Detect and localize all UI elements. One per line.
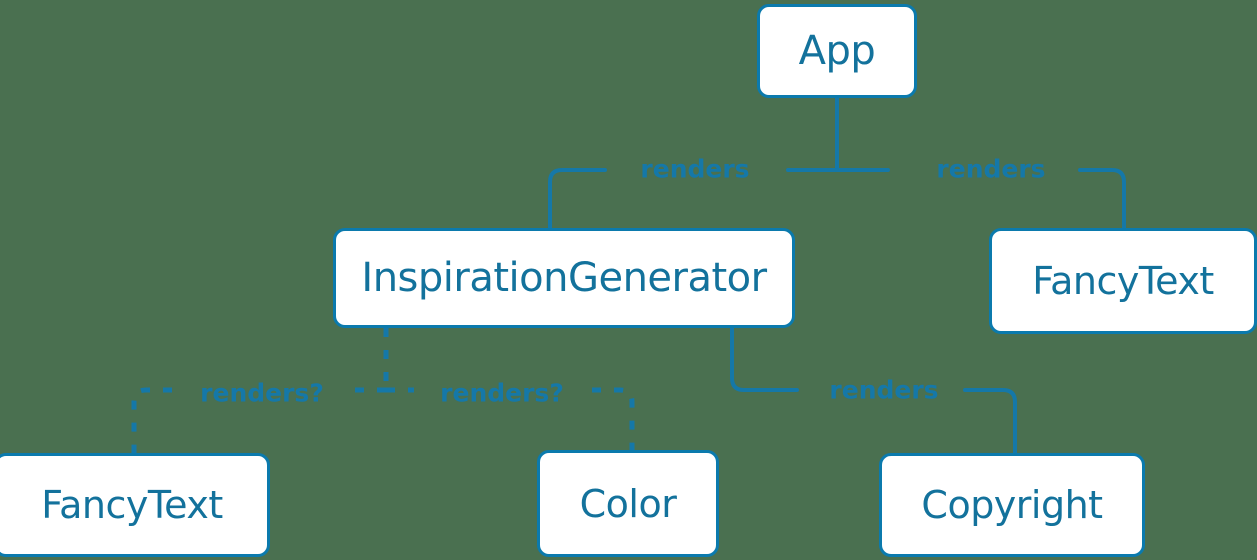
- node-fancytext-left[interactable]: FancyText: [0, 453, 270, 557]
- edge-app-to-inspiration-generator: [548, 168, 839, 230]
- edge-inspiration-generator-to-color: [386, 387, 635, 452]
- node-copyright[interactable]: Copyright: [879, 453, 1145, 557]
- edge-label-inspiration-generator-to-fancytext-left: renders?: [200, 378, 324, 408]
- edge-label-inspiration-generator-to-color: renders?: [440, 378, 564, 408]
- node-inspiration-generator[interactable]: InspirationGenerator: [333, 228, 795, 328]
- node-fancytext-left-label: FancyText: [41, 483, 223, 527]
- node-copyright-label: Copyright: [921, 483, 1103, 527]
- node-color[interactable]: Color: [537, 450, 719, 557]
- node-app[interactable]: App: [757, 4, 917, 98]
- edge-label-app-to-fancytext-right: renders: [936, 154, 1046, 184]
- node-app-label: App: [798, 28, 876, 74]
- node-fancytext-right[interactable]: FancyText: [989, 228, 1257, 334]
- node-color-label: Color: [579, 481, 677, 526]
- edge-label-app-to-inspiration-generator: renders: [640, 154, 750, 184]
- node-fancytext-right-label: FancyText: [1032, 259, 1214, 303]
- node-inspiration-generator-label: InspirationGenerator: [361, 255, 767, 301]
- edge-app-to-fancytext-right: [835, 168, 1126, 230]
- edge-inspiration-generator-to-copyright: [730, 326, 1017, 455]
- edge-label-inspiration-generator-to-copyright: renders: [829, 375, 939, 405]
- edge-inspiration-generator-to-fancytext-left: [131, 387, 386, 455]
